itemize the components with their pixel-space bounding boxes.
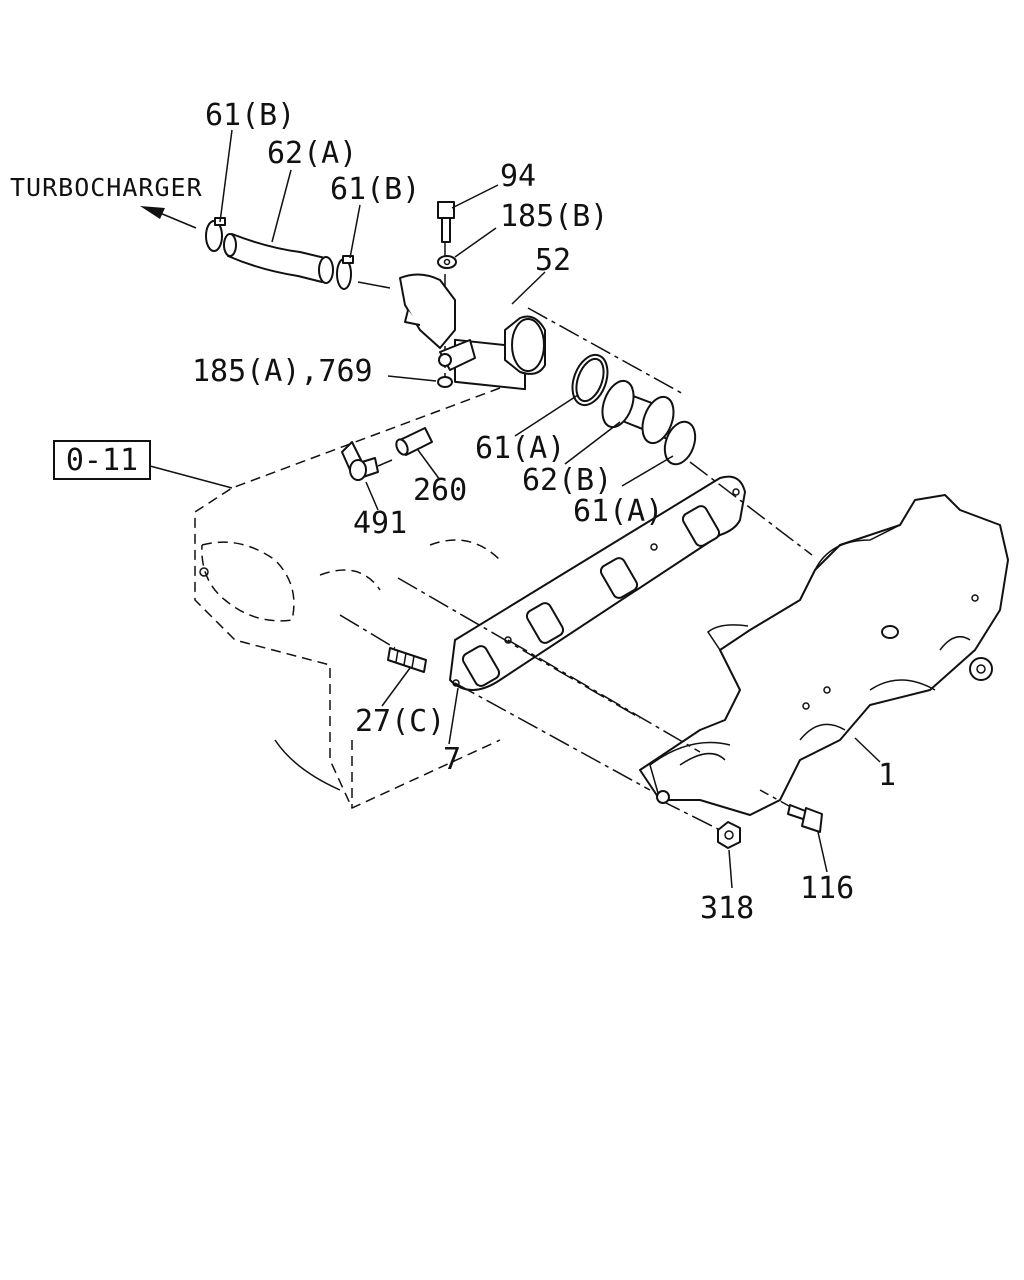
center-lines xyxy=(339,238,813,831)
reference-box: 0-11 xyxy=(53,440,151,480)
egr-valve-52 xyxy=(399,273,546,391)
callout-94: 94 xyxy=(500,159,536,194)
callout-185b: 185(B) xyxy=(500,199,608,234)
callout-62b: 62(B) xyxy=(522,463,612,498)
callout-185a-769: 185(A),769 xyxy=(192,354,373,389)
stud-27c xyxy=(387,647,427,673)
clamp-61a-upper xyxy=(571,353,609,407)
clamp-61b-right xyxy=(336,255,354,290)
turbocharger-arrow xyxy=(140,206,197,229)
manifold-gasket xyxy=(449,475,746,691)
callout-61b-left: 61(B) xyxy=(205,98,295,133)
callout-61b-right: 61(B) xyxy=(330,172,420,207)
callout-260: 260 xyxy=(413,473,467,508)
bolt-116 xyxy=(787,804,823,833)
callout-1: 1 xyxy=(878,758,896,793)
bolt-94 xyxy=(437,201,455,243)
callout-116: 116 xyxy=(800,871,854,906)
callout-491: 491 xyxy=(353,506,407,541)
direction-label: TURBOCHARGER xyxy=(10,173,203,202)
exhaust-manifold xyxy=(639,494,1009,816)
callout-61a-upper: 61(A) xyxy=(475,431,565,466)
sensor-491 xyxy=(341,441,393,481)
pipe-260 xyxy=(395,427,433,456)
clamp-61b-left xyxy=(205,217,226,252)
gasket-185a-769 xyxy=(437,376,453,388)
callout-61a-lower: 61(A) xyxy=(573,494,663,529)
callout-318: 318 xyxy=(700,891,754,926)
callout-27c: 27(C) xyxy=(355,704,445,739)
reference-box-label: 0-11 xyxy=(66,443,138,478)
clamp-61a-lower xyxy=(663,420,697,466)
engine-block xyxy=(194,387,501,809)
washer-185b xyxy=(437,255,457,269)
callout-62a: 62(A) xyxy=(267,136,357,171)
callout-7: 7 xyxy=(443,742,461,777)
hose-62a xyxy=(223,233,334,284)
leader-lines xyxy=(149,129,881,889)
nut-318 xyxy=(717,821,741,849)
callout-52: 52 xyxy=(535,243,571,278)
sleeve-62b xyxy=(601,379,675,445)
